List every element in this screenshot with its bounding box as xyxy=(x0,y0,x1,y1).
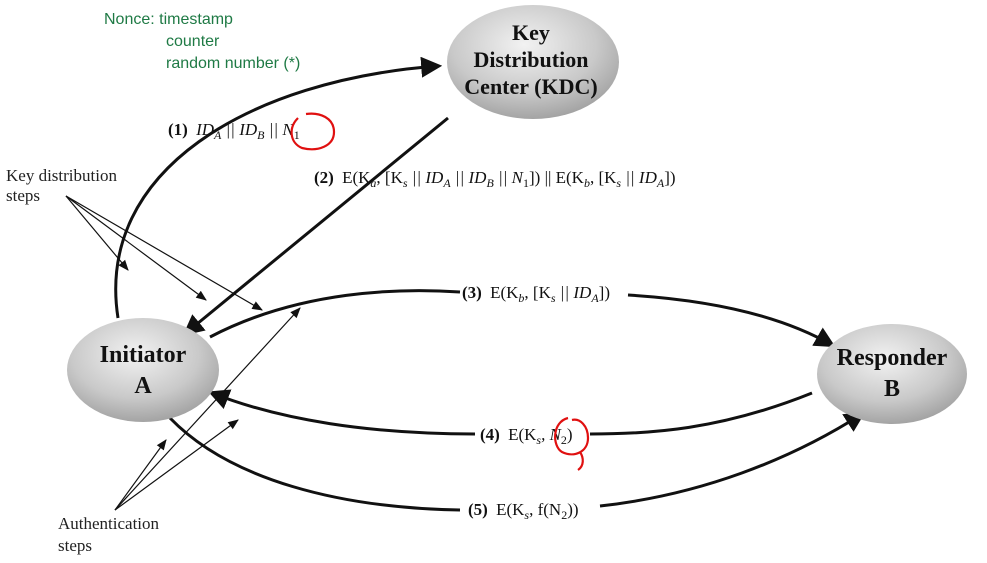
authentication-label: Authentication steps xyxy=(58,514,160,555)
m3-rest-2: || ID xyxy=(556,283,593,302)
m3-rest-3: ]) xyxy=(599,283,610,302)
nonce-counter: counter xyxy=(166,33,220,50)
m2-sub-a: a xyxy=(370,176,376,190)
m2-rest-2: || ID xyxy=(408,168,445,187)
pointer-kd-1 xyxy=(65,195,129,271)
message-3-number: (3) xyxy=(462,283,482,302)
pointer-auth-3 xyxy=(114,439,167,511)
arrow-step-1 xyxy=(114,56,443,319)
initiator-line-1: Initiator xyxy=(100,342,187,368)
m1-sub-a: A xyxy=(213,128,222,142)
m1-sub-1: 1 xyxy=(294,128,300,142)
m5-rest-2: )) xyxy=(567,500,578,519)
pointer-auth-2 xyxy=(114,419,239,511)
m1-n: || N xyxy=(265,120,296,139)
m4-sub-2: 2 xyxy=(561,433,567,447)
responder-ellipse xyxy=(817,324,967,424)
message-4-label: (4) E(Ks, N2) xyxy=(480,425,573,447)
m5-sub-2: 2 xyxy=(561,508,567,522)
m2-rest-6: , [K xyxy=(590,168,617,187)
m2-sub-A2: A xyxy=(656,176,665,190)
n2-circle-mark xyxy=(554,416,590,471)
authentication-pointers xyxy=(114,307,301,511)
kdc-line-1: Key xyxy=(512,20,550,45)
pointer-kd-2 xyxy=(65,195,207,301)
m2-sub-s2: s xyxy=(616,176,621,190)
key-distribution-line-2: steps xyxy=(6,186,40,205)
kdc-node: Key Distribution Center (KDC) xyxy=(447,5,619,119)
m4-sub-s: s xyxy=(536,433,541,447)
responder-node: Responder B xyxy=(817,324,967,424)
arrow-step-2 xyxy=(182,116,449,336)
arrow-step-4a xyxy=(589,391,813,436)
pointer-auth-1 xyxy=(114,307,301,511)
m2-rest-1: , [K xyxy=(376,168,403,187)
authentication-line-1: Authentication xyxy=(58,514,160,533)
m3-sub-A: A xyxy=(590,291,599,305)
responder-line-2: B xyxy=(884,376,900,402)
initiator-line-2: A xyxy=(134,373,152,399)
pointer-kd-3 xyxy=(65,195,263,311)
message-4-number: (4) xyxy=(480,425,500,444)
kdc-ellipse xyxy=(447,5,619,119)
kdc-line-2: Distribution xyxy=(474,47,589,72)
m1-id-a: ID xyxy=(195,120,215,139)
m5-sub-s: s xyxy=(524,508,529,522)
m3-sub-s: s xyxy=(551,291,556,305)
m1-id-b: || ID xyxy=(221,120,258,139)
m4-rest-1: , N xyxy=(541,425,563,444)
m5-e-k: E(K xyxy=(496,500,525,519)
message-5-number: (5) xyxy=(468,500,488,519)
m3-sub-b: b xyxy=(518,291,524,305)
message-5-label: (5) E(Ks, f(N2)) xyxy=(468,500,579,522)
m3-e-k: E(K xyxy=(490,283,519,302)
arrow-step-3a xyxy=(209,289,461,339)
m2-rest-5: ]) || E(K xyxy=(529,168,585,187)
message-1-number: (1) xyxy=(168,120,188,139)
n1-circle-mark xyxy=(290,112,336,151)
arrow-step-3b xyxy=(627,293,836,348)
m2-sub-1: 1 xyxy=(523,176,529,190)
m4-e-k: E(K xyxy=(508,425,537,444)
initiator-ellipse xyxy=(67,318,219,422)
key-distribution-line-1: Key distribution xyxy=(6,166,117,185)
m2-sub-b: b xyxy=(584,176,590,190)
message-2-number: (2) xyxy=(314,168,334,187)
nonce-note: Nonce: timestamp counter random number (… xyxy=(104,11,300,72)
arrow-step-5b xyxy=(599,411,866,508)
m2-rest-3: || ID xyxy=(451,168,488,187)
m3-rest-1: , [K xyxy=(524,283,551,302)
arrow-step-5a xyxy=(168,416,461,512)
message-3-label: (3) E(Kb, [Ks || IDA]) xyxy=(462,283,610,305)
m2-rest-7: || ID xyxy=(621,168,658,187)
message-2-label: (2) E(Ka, [Ks || IDA || IDB || N1]) || E… xyxy=(314,168,676,190)
kdc-line-3: Center (KDC) xyxy=(464,74,597,99)
responder-line-1: Responder xyxy=(837,345,948,371)
authentication-line-2: steps xyxy=(58,536,92,555)
nonce-random: random number (*) xyxy=(166,55,300,72)
m5-rest-1: , f(N xyxy=(529,500,561,519)
m4-rest-2: ) xyxy=(567,425,573,444)
arrow-step-4b xyxy=(208,389,476,436)
initiator-node: Initiator A xyxy=(67,318,219,422)
m1-sub-b: B xyxy=(257,128,265,142)
m2-rest-4: || N xyxy=(494,168,525,187)
message-1-label: (1) IDA || IDB || N1 xyxy=(168,120,300,142)
message-arrows xyxy=(114,56,866,512)
nonce-annotations xyxy=(290,112,590,471)
key-distribution-pointers xyxy=(65,195,263,311)
m2-e-k: E(K xyxy=(342,168,371,187)
nonce-title: Nonce: timestamp xyxy=(104,11,233,28)
key-distribution-label: Key distribution steps xyxy=(6,166,117,205)
m2-sub-B: B xyxy=(486,176,494,190)
m2-rest-8: ]) xyxy=(664,168,675,187)
m2-sub-A: A xyxy=(442,176,451,190)
m2-sub-s: s xyxy=(403,176,408,190)
